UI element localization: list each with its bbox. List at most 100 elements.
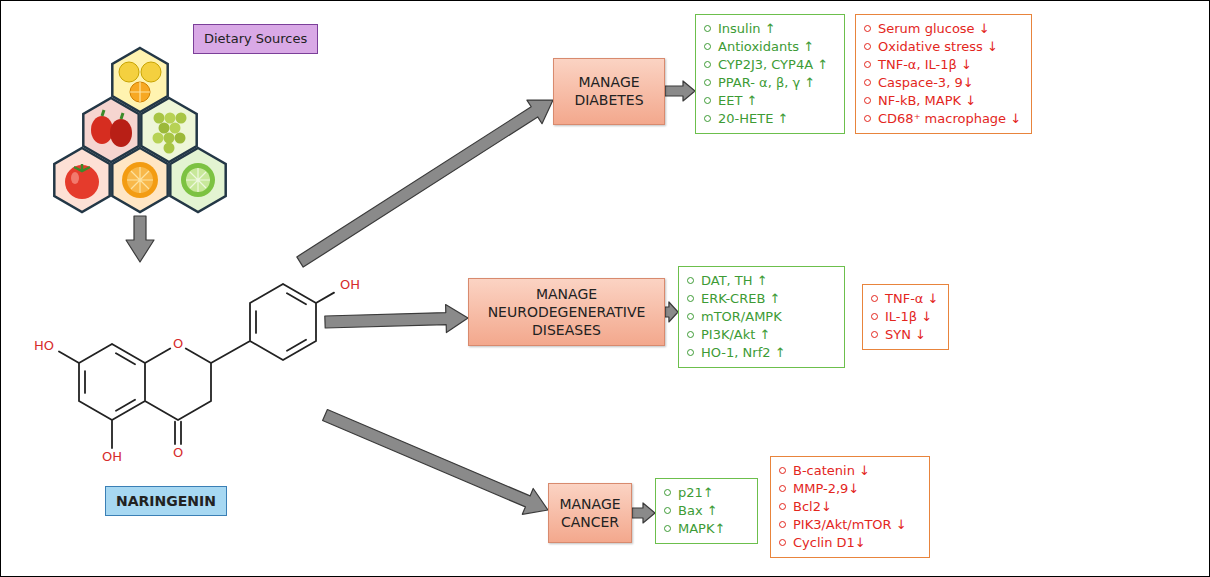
grape: [170, 123, 181, 134]
disease-box: MANAGE NEURODEGENERATIVE DISEASES: [468, 278, 665, 346]
item-text: HO-1, Nrf2 ↑: [701, 345, 786, 360]
item-text: Caspace-3, 9↓: [878, 75, 974, 90]
block-arrow: [325, 305, 468, 333]
grape: [164, 143, 175, 154]
bullet-mark: [704, 79, 711, 86]
list-item: TNF-α, IL-1β ↓: [864, 56, 1021, 74]
bullet-mark: [779, 503, 786, 510]
hex-tile: [170, 148, 225, 212]
bullet-mark: [687, 277, 694, 284]
item-text: TNF-α, IL-1β ↓: [878, 57, 972, 72]
atom-label: O: [172, 446, 184, 460]
bullet-mark: [687, 331, 694, 338]
bullet-mark: [687, 313, 694, 320]
pepper-stem: [102, 110, 123, 119]
item-text: DAT, TH ↑: [701, 273, 768, 288]
item-text: CYP2J3, CYP4A ↑: [718, 57, 828, 72]
item-text: EET ↑: [718, 93, 757, 108]
item-text: MAPK↑: [678, 521, 725, 536]
disease-box: MANAGE CANCER: [548, 483, 632, 543]
node-title: MANAGE NEURODEGENERATIVE DISEASES: [475, 285, 658, 339]
list-item: Bcl2↓: [779, 498, 919, 516]
lime-tile: [170, 148, 225, 212]
atom-label: OH: [339, 278, 361, 292]
list-item: B-catenin ↓: [779, 462, 919, 480]
lemon: [141, 62, 161, 82]
tomato-stem: [74, 164, 90, 171]
decrease-list: B-catenin ↓MMP-2,9↓Bcl2↓PIK3/Akt/mTOR ↓C…: [770, 456, 930, 558]
bullet-mark: [704, 61, 711, 68]
list-item: HO-1, Nrf2 ↑: [687, 344, 834, 362]
item-text: 20-HETE ↑: [718, 111, 788, 126]
item-text: PIK3/Akt/mTOR ↓: [793, 517, 907, 532]
list-item: PIK3/Akt/mTOR ↓: [779, 516, 919, 534]
list-item: PPAR- α, β, γ ↑: [704, 74, 834, 92]
list-item: MAPK↑: [664, 520, 747, 538]
bullet-mark: [864, 61, 871, 68]
item-text: Antioxidants ↑: [718, 39, 814, 54]
list-item: Cyclin D1↓: [779, 534, 919, 552]
grape: [159, 123, 170, 134]
list-item: Antioxidants ↑: [704, 38, 834, 56]
slice-lines: [130, 82, 150, 102]
list-item: TNF-α ↓: [871, 290, 938, 308]
item-text: B-catenin ↓: [793, 463, 870, 478]
bullet-mark: [687, 295, 694, 302]
grape: [154, 113, 165, 124]
list-item: NF-kB, MAPK ↓: [864, 92, 1021, 110]
bullet-mark: [704, 115, 711, 122]
bullet-mark: [871, 295, 878, 302]
item-text: Oxidative stress ↓: [878, 39, 998, 54]
grape: [153, 133, 164, 144]
orange-tile: [112, 148, 167, 212]
source-group: Dietary Sources: [45, 18, 345, 216]
disease-box: MANAGE DIABETES: [553, 58, 665, 125]
compound-group: NARINGENIN: [30, 262, 325, 520]
block-arrow: [665, 81, 695, 101]
bullet-mark: [864, 25, 871, 32]
bullet-mark: [864, 97, 871, 104]
bullet-mark: [704, 25, 711, 32]
bullet-mark: [779, 521, 786, 528]
bullet-mark: [779, 467, 786, 474]
list-item: Oxidative stress ↓: [864, 38, 1021, 56]
fruit-tiles: [54, 48, 225, 212]
bullet-mark: [664, 489, 671, 496]
grape: [176, 113, 187, 124]
tomato: [65, 165, 99, 199]
decrease-list: Serum glucose ↓Oxidative stress ↓TNF-α, …: [855, 14, 1032, 134]
tomato-tile: [54, 148, 109, 212]
source-label: Dietary Sources: [193, 24, 318, 54]
list-item: IL-1β ↓: [871, 308, 938, 326]
item-text: Cyclin D1↓: [793, 535, 866, 550]
bullet-mark: [864, 43, 871, 50]
atom-label: O: [172, 337, 184, 351]
item-text: CD68⁺ macrophage ↓: [878, 111, 1021, 126]
item-text: Bcl2↓: [793, 499, 832, 514]
item-text: NF-kB, MAPK ↓: [878, 93, 976, 108]
bullet-mark: [871, 331, 878, 338]
lemon: [119, 62, 139, 82]
bullet-mark: [664, 525, 671, 532]
hex-tile: [54, 148, 109, 212]
lime-segments: [186, 168, 210, 192]
list-item: ERK-CREB ↑: [687, 290, 834, 308]
bullet-mark: [664, 507, 671, 514]
grape: [164, 133, 175, 144]
bullet-mark: [704, 97, 711, 104]
bullet-mark: [779, 485, 786, 492]
bullet-mark: [864, 79, 871, 86]
list-item: p21↑: [664, 484, 747, 502]
item-text: mTOR/AMPK: [701, 309, 782, 324]
block-arrow: [126, 216, 154, 262]
node-title: MANAGE DIABETES: [560, 73, 658, 109]
bullet-mark: [779, 539, 786, 546]
item-text: PI3K/Akt ↑: [701, 327, 770, 342]
list-item: CYP2J3, CYP4A ↑: [704, 56, 834, 74]
atom-label: HO: [33, 339, 55, 353]
list-item: DAT, TH ↑: [687, 272, 834, 290]
lime: [181, 163, 215, 197]
increase-list: Insulin ↑Antioxidants ↑CYP2J3, CYP4A ↑PP…: [695, 14, 845, 134]
orange-flesh: [127, 167, 153, 193]
